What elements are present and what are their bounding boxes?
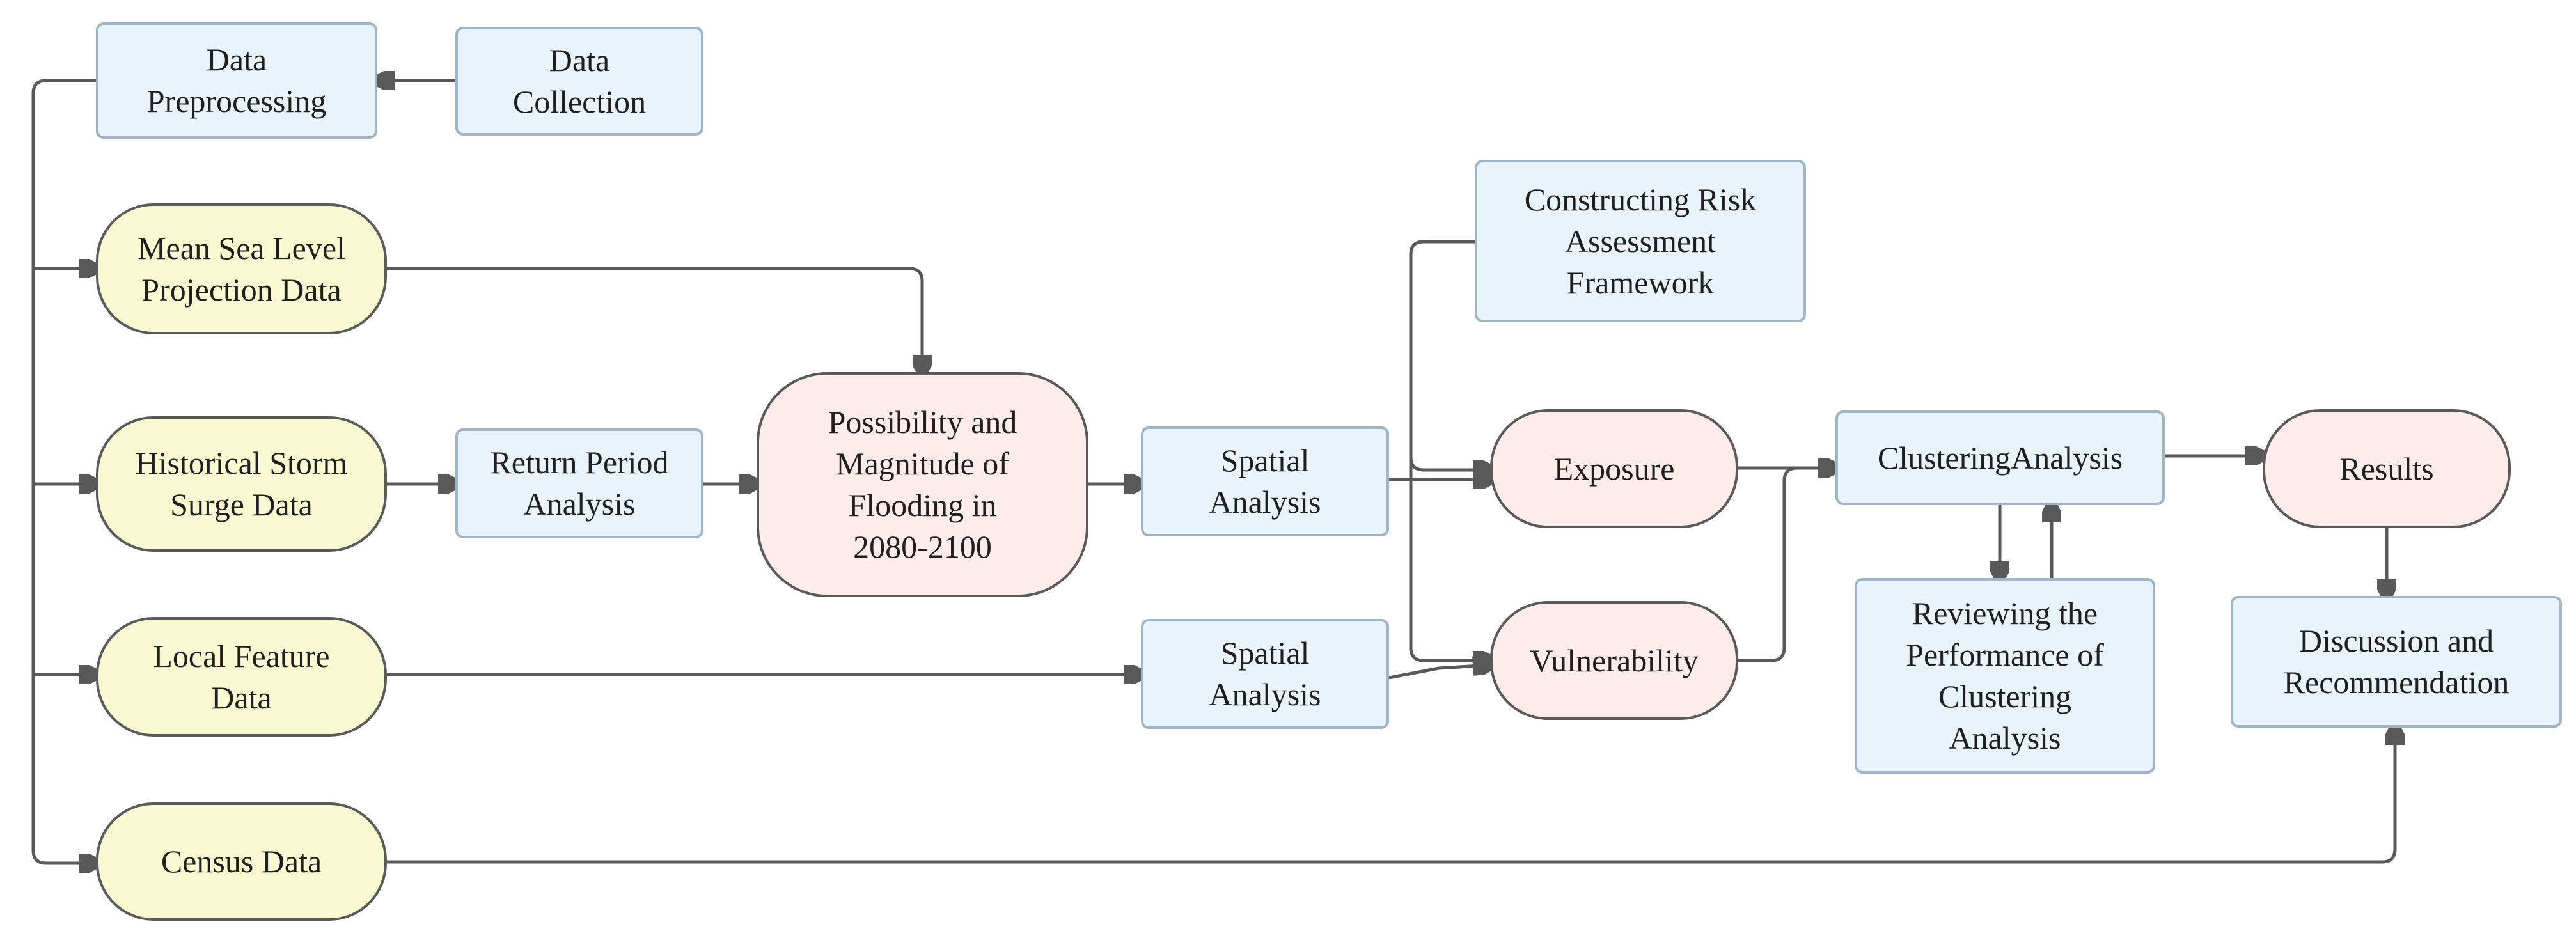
flooding-node: Possibility and Magnitude of Flooding in… <box>757 372 1088 597</box>
arrow-risk-to-exposure <box>1409 240 1490 470</box>
local-feature-node: Local Feature Data <box>96 617 387 737</box>
return-period-box: Return Period Analysis <box>455 428 703 538</box>
arrow-risk-to-vulnerability <box>1409 448 1490 661</box>
data-collection-box: Data Collection <box>455 27 703 136</box>
arrow-census-to-discussion <box>387 728 2395 864</box>
arrow-preprocessing-trunk <box>31 79 96 863</box>
clustering-analysis-box: ClusteringAnalysis <box>1835 410 2165 505</box>
exposure-node: Exposure <box>1490 409 1738 528</box>
discussion-recommendation-box: Discussion and Recommendation <box>2231 596 2562 728</box>
historical-storm-node: Historical Storm Surge Data <box>96 416 387 552</box>
results-node: Results <box>2263 409 2511 528</box>
mean-sea-level-node: Mean Sea Level Projection Data <box>96 203 387 334</box>
data-preprocessing-box: Data Preprocessing <box>96 22 377 139</box>
arrow-vulnerability-to-clustering <box>1738 468 1835 662</box>
arrow-mean-sea-level-to-flooding <box>387 267 922 372</box>
arrow-spatial-2-to-vulnerability <box>1388 665 1490 680</box>
spatial-analysis-box-1: Spatial Analysis <box>1141 426 1389 536</box>
spatial-analysis-box-2: Spatial Analysis <box>1141 619 1389 729</box>
census-data-node: Census Data <box>96 802 387 921</box>
reviewing-performance-box: Reviewing the Performance of Clustering … <box>1855 578 2155 774</box>
constructing-risk-box: Constructing Risk Assessment Framework <box>1475 160 1806 322</box>
vulnerability-node: Vulnerability <box>1490 601 1738 720</box>
